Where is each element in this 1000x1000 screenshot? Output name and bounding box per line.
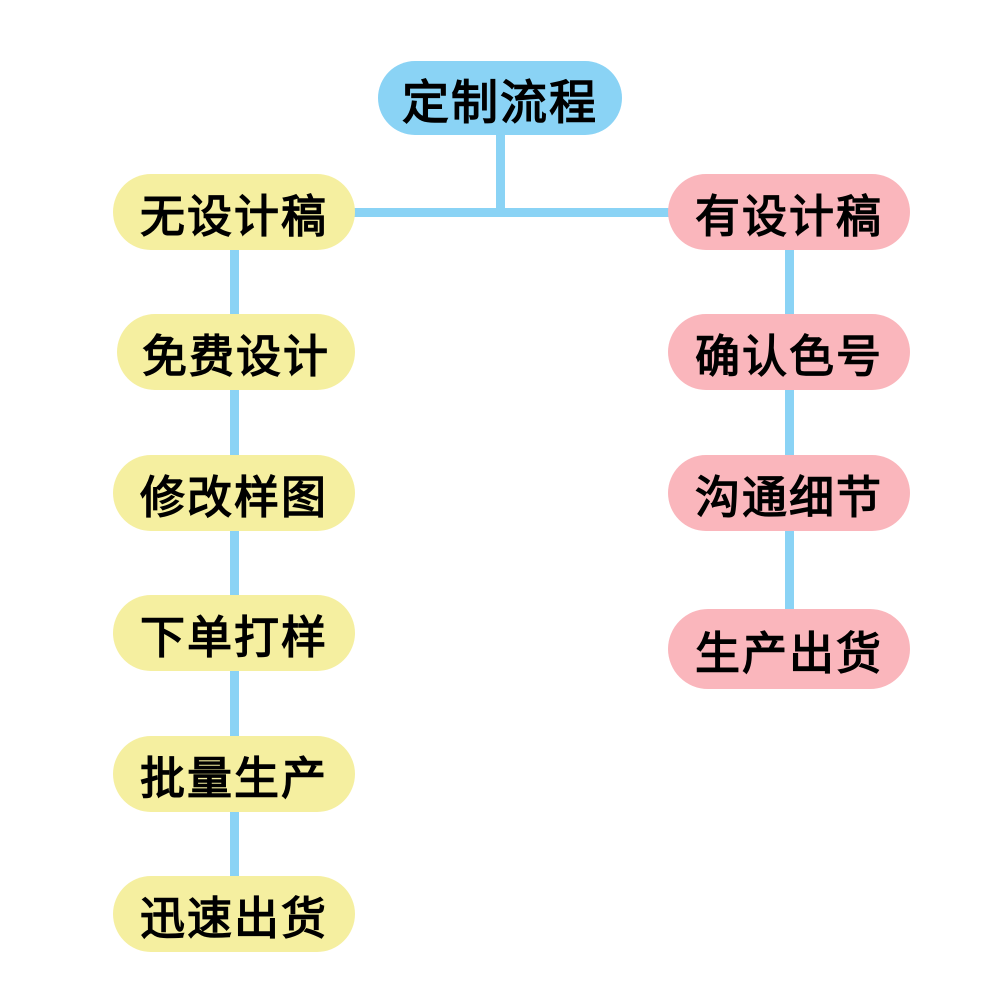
- node-has-design-draft-3[interactable]: 生产出货: [668, 609, 910, 689]
- connector-branch-split-bar: [352, 208, 672, 217]
- connector-right-link-2: [785, 388, 794, 458]
- connector-left-link-2: [230, 388, 239, 458]
- node-no-design-draft-1[interactable]: 免费设计: [117, 314, 355, 390]
- node-has-design-draft-0[interactable]: 有设计稿: [668, 174, 910, 250]
- connector-root-stem: [496, 133, 505, 215]
- node-no-design-draft-5[interactable]: 迅速出货: [113, 876, 355, 952]
- connector-right-link-3: [785, 529, 794, 613]
- node-no-design-draft-2[interactable]: 修改样图: [113, 455, 355, 531]
- connector-left-link-4: [230, 669, 239, 739]
- connector-right-link-1: [785, 248, 794, 318]
- node-no-design-draft-3[interactable]: 下单打样: [113, 595, 355, 671]
- node-no-design-draft-4[interactable]: 批量生产: [113, 736, 355, 812]
- connector-left-link-3: [230, 529, 239, 599]
- node-has-design-draft-1[interactable]: 确认色号: [668, 314, 910, 390]
- node-has-design-draft-2[interactable]: 沟通细节: [668, 455, 910, 531]
- connector-left-link-5: [230, 810, 239, 880]
- node-root-custom-process[interactable]: 定制流程: [378, 61, 622, 135]
- connector-left-link-1: [230, 248, 239, 318]
- node-no-design-draft-0[interactable]: 无设计稿: [113, 174, 355, 250]
